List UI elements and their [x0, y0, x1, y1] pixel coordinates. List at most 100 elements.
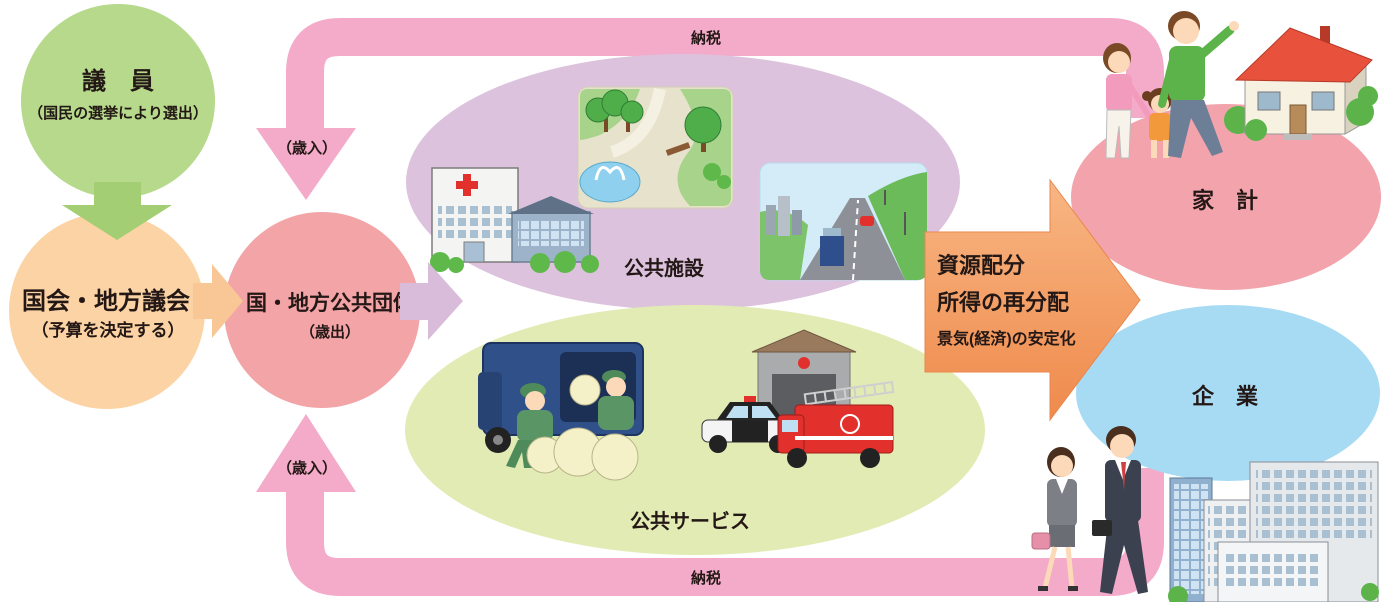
councillor-subtitle: （国民の選挙により選出）: [28, 104, 208, 122]
road-center-line: [852, 199, 859, 281]
fire-truck-stripe: [795, 436, 893, 440]
government-title: 国・地方公共団体: [246, 291, 415, 315]
house-window: [1311, 91, 1335, 111]
child-overalls: [1149, 113, 1171, 141]
bush: [1361, 583, 1379, 601]
businesswoman-jacket: [1047, 479, 1077, 527]
man-pants: [1168, 100, 1223, 158]
bush: [1168, 586, 1188, 602]
garbage-bag: [591, 433, 639, 481]
man-pointing-arm: [1195, 25, 1235, 61]
fire-truck-icon: [777, 380, 895, 468]
woman-arm: [1127, 83, 1153, 121]
businesswoman-shoe: [1038, 586, 1048, 591]
glass-tower-windows: [1174, 484, 1208, 594]
truck-wheel: [860, 448, 880, 468]
fire-station-lamp: [798, 357, 810, 369]
worker-face: [525, 391, 545, 411]
government-circle: [224, 212, 420, 408]
councillor-circle: [21, 4, 215, 198]
woman-top: [1106, 74, 1132, 112]
public-services-label: 公共サービス: [630, 510, 750, 533]
fiscal-function-resource-allocation: 資源配分: [937, 253, 1025, 278]
public-facilities-label: 公共施設: [624, 256, 705, 280]
handbag: [1031, 532, 1051, 550]
man-hand: [1229, 21, 1239, 31]
house-roof: [1234, 27, 1373, 83]
tax-label-top: 納税: [691, 29, 721, 47]
office-building-front-windows: [1224, 550, 1322, 586]
red-car: [860, 216, 874, 226]
house-steps: [1284, 134, 1312, 140]
tax-flow-bottom-band: [286, 468, 1164, 596]
city-building: [792, 210, 802, 235]
fire-truck-body: [794, 404, 894, 454]
hospital-annex-roof: [508, 196, 594, 214]
park-icon: [577, 86, 734, 209]
worker-body: [517, 410, 553, 442]
fiscal-function-economic-stabilization: 景気(経済)の安定化: [937, 329, 1076, 348]
assembly-to-government-arrow: [193, 264, 243, 338]
fiscal-functions-arrow: [924, 178, 1141, 422]
truck-wheel-hub: [493, 435, 503, 445]
bush: [703, 163, 721, 181]
revenue-label-bottom: （歳入）: [277, 459, 337, 477]
truck-cab: [823, 228, 841, 238]
fountain-spray: [594, 166, 626, 181]
tax-flow-top: 納税 （歳入）: [256, 18, 1164, 200]
hospital-icon: [430, 167, 599, 273]
woman-pants: [1105, 109, 1132, 159]
government-subtitle: （歳出）: [300, 323, 360, 341]
tax-flow-top-band: [286, 18, 1164, 135]
bush: [581, 255, 599, 273]
truck-wheel: [787, 448, 807, 468]
businesswoman-shoe: [1068, 586, 1078, 591]
ladder-frame: [803, 380, 895, 406]
businessman-face: [1110, 434, 1134, 458]
hill-right: [868, 172, 927, 280]
councillor-to-assembly-arrow: [62, 182, 172, 240]
businessman-tie: [1121, 462, 1126, 490]
tax-flow-bottom: 納税 （歳入）: [256, 414, 1164, 596]
city-building: [766, 205, 776, 235]
park-bench: [665, 142, 691, 156]
woman-face: [1108, 51, 1130, 73]
city-building: [778, 196, 790, 236]
revenue-arrow-down: [256, 128, 356, 200]
councillor-title: 議 員: [82, 67, 154, 95]
bush: [530, 253, 550, 273]
park-walkway: [609, 87, 666, 158]
households-ellipse: [1071, 104, 1381, 290]
police-siren: [744, 396, 756, 402]
tree: [620, 100, 644, 124]
ladder-rungs: [813, 383, 887, 403]
truck-body: [820, 236, 844, 266]
family-icon: [1103, 11, 1239, 159]
office-building-right-windows: [1256, 470, 1372, 542]
tree-trunk: [604, 118, 608, 132]
assembly-subtitle: （予算を決定する）: [32, 320, 185, 340]
garbage-truck-cab: [478, 372, 502, 430]
bush: [1245, 119, 1267, 141]
tax-label-bottom: 納税: [691, 569, 721, 587]
businessman-suit: [1105, 460, 1141, 522]
fountain-pool: [579, 161, 641, 203]
fire-truck-hose-reel: [840, 414, 860, 434]
bush: [554, 251, 576, 273]
bush: [1358, 86, 1378, 106]
business-people-icon: [1031, 426, 1148, 594]
businesswoman-blouse: [1056, 479, 1068, 494]
child-leg: [1163, 140, 1169, 158]
businesswoman-leg: [1042, 546, 1058, 589]
revenue-arrow-up: [256, 414, 356, 492]
police-car-door-panel: [732, 420, 768, 442]
house-window: [1257, 91, 1281, 111]
businesswoman-skirt: [1049, 525, 1075, 547]
fire-station-roof: [751, 329, 857, 353]
households-label: 家 計: [1192, 188, 1258, 213]
police-car-window: [726, 406, 748, 418]
bush: [448, 257, 464, 273]
highway-icon: [759, 162, 928, 281]
bush: [717, 175, 731, 189]
